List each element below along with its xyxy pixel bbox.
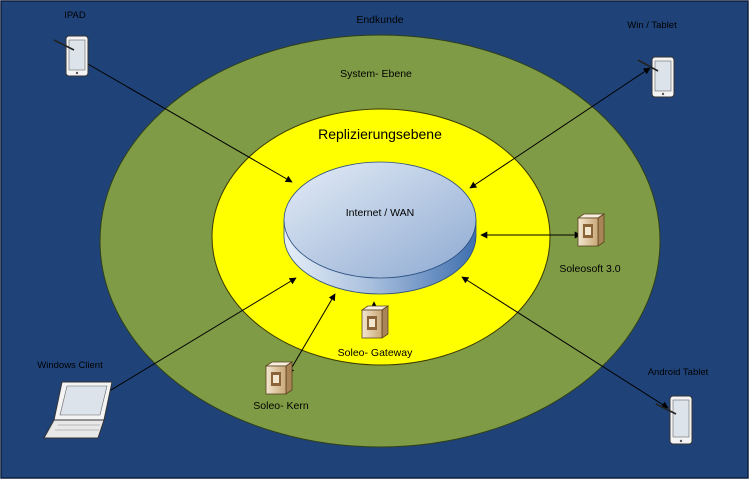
label-ipad: IPAD	[64, 10, 86, 21]
label-replizierungsebene: Replizierungsebene	[318, 126, 442, 142]
link-windows-client	[77, 277, 297, 411]
internet-wan-disk	[283, 161, 477, 295]
win-tablet-icon	[637, 56, 675, 98]
gateway-server-icon	[360, 305, 390, 339]
label-android-tablet: Android Tablet	[648, 367, 709, 378]
link-kern	[287, 293, 336, 375]
label-windows-client: Windows Client	[37, 360, 103, 371]
link-android-tablet	[461, 276, 669, 409]
label-endkunde: Endkunde	[356, 14, 403, 26]
android-tablet-icon	[655, 395, 693, 445]
connection-lines	[73, 55, 669, 411]
link-win-tablet	[469, 67, 651, 189]
kern-server-icon	[264, 361, 294, 395]
label-win-tablet: Win / Tablet	[627, 20, 677, 31]
laptop-icon	[43, 381, 113, 439]
label-soleo-gateway: Soleo- Gateway	[338, 347, 413, 359]
label-soleo-kern: Soleo- Kern	[253, 400, 309, 412]
label-soleosoft: Soleosoft 3.0	[559, 263, 620, 275]
ipad-icon	[53, 35, 89, 77]
label-internet-wan: Internet / WAN	[346, 207, 414, 219]
soleosoft-server-icon	[576, 213, 606, 247]
link-ipad	[73, 55, 293, 183]
label-system-ebene: System- Ebene	[340, 68, 412, 80]
